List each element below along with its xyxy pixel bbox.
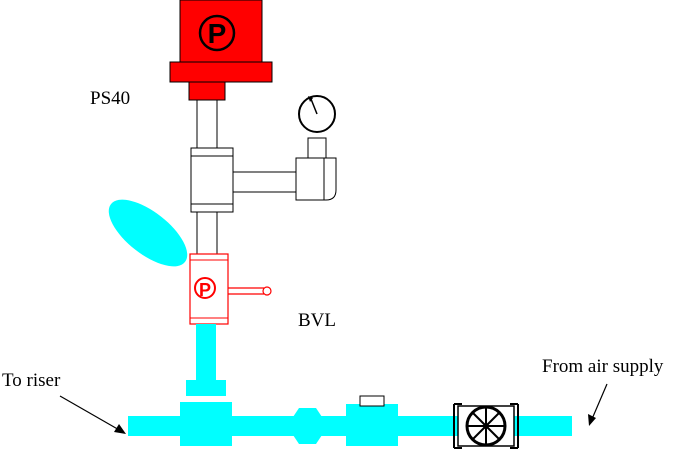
pressure-gauge-icon [298,95,336,133]
tee-fitting [190,147,234,213]
label-to-riser: To riser [2,370,61,391]
label-bvl: BVL [298,310,336,331]
switch-symbol: P [208,18,227,49]
pressure-switch-icon: P [169,0,273,101]
tee-lower-pipe [196,211,218,255]
label-from-air-supply: From air supply [542,356,664,377]
valve-handle [108,199,188,267]
ball-valve-icon: P [189,253,272,325]
valve-symbol: P [199,280,211,300]
gate-valve-icon [453,403,519,449]
vertical-water-pipe [186,324,226,396]
arrow-icon [59,395,126,434]
gauge-branch-pipe [229,137,337,201]
arrow-icon [588,383,608,426]
switch-riser-pipe [196,99,218,151]
label-ps40: PS40 [90,88,130,109]
